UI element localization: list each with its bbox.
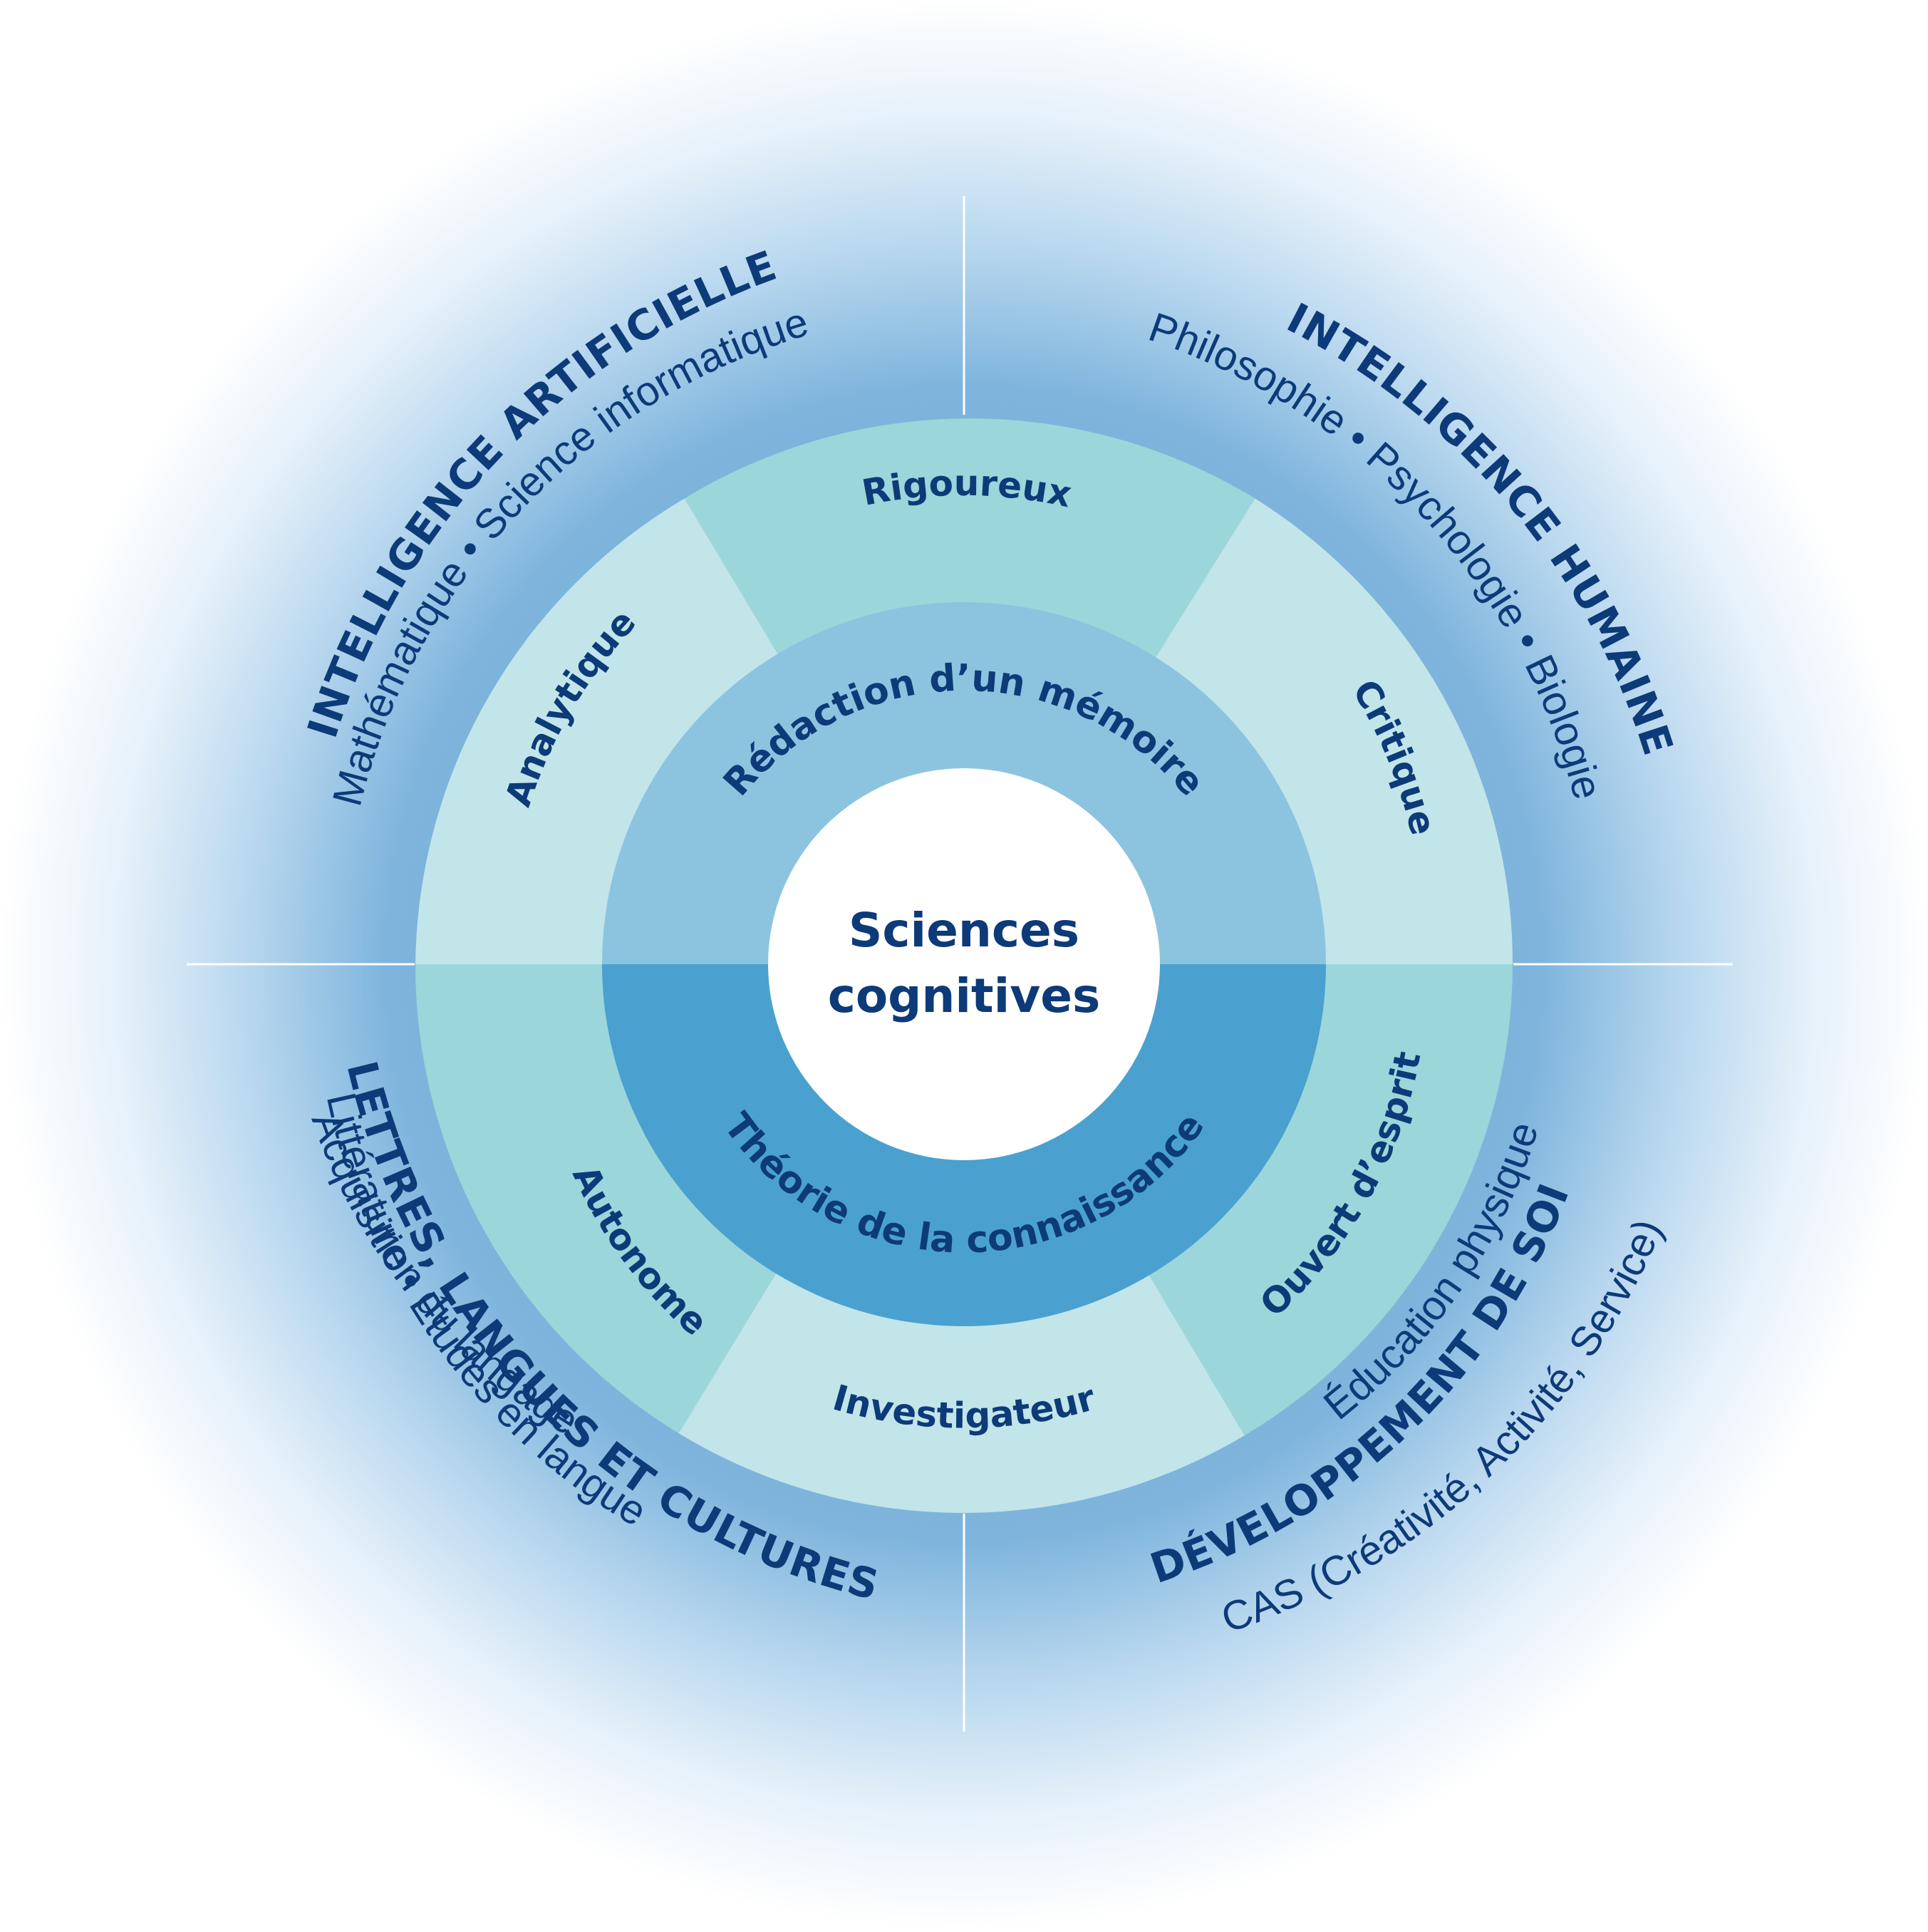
center-title-line2: cognitives: [828, 968, 1101, 1023]
quadrant-dividers: [187, 196, 1733, 1732]
center-title-line1: Sciences: [849, 903, 1079, 958]
center-circle: [768, 768, 1160, 1160]
